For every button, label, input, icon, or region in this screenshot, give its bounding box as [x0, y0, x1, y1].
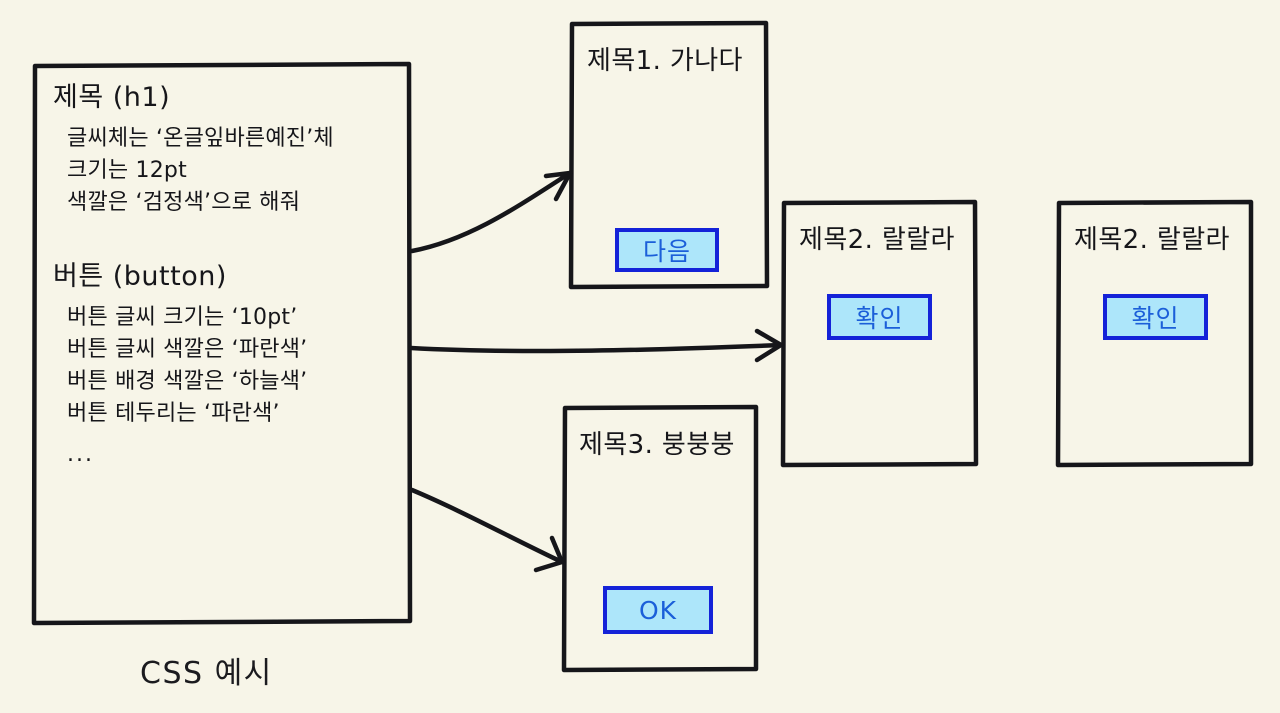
result-card-2: 제목2. 랄랄라 확인	[783, 201, 976, 466]
diagram-caption: CSS 예시	[140, 656, 273, 691]
spec-heading-button: 버튼 (button)	[53, 261, 227, 293]
spec-line-button-background: 버튼 배경 색깔은 ‘하늘색’	[67, 368, 308, 394]
card-4-title: 제목3. 붕붕붕	[579, 430, 735, 460]
arrow-to-card-1-shaft	[409, 170, 573, 254]
card-1-title: 제목1. 가나다	[587, 46, 743, 76]
card-3-title: 제목2. 랄랄라	[1074, 225, 1230, 255]
arrow-to-card-4-shaft	[409, 487, 565, 565]
spec-line-ellipsis: ...	[67, 441, 94, 467]
card-4-button[interactable]: OK	[603, 586, 713, 634]
card-3-button[interactable]: 확인	[1103, 294, 1208, 340]
spec-line-title-font: 글씨체는 ‘온글잎바른예진’체	[67, 125, 334, 151]
arrow-to-card-2-shaft	[408, 342, 784, 354]
arrow-to-card-2-head	[754, 328, 784, 363]
result-card-4: 제목3. 붕붕붕 OK	[563, 406, 757, 671]
spec-line-button-size: 버튼 글씨 크기는 ‘10pt’	[67, 305, 298, 331]
spec-line-button-text-color: 버튼 글씨 색깔은 ‘파란색’	[67, 337, 308, 363]
card-2-button[interactable]: 확인	[827, 294, 932, 340]
spec-line-title-size: 크기는 12pt	[67, 157, 187, 183]
arrow-to-card-1-head	[543, 170, 573, 202]
spec-heading-title: 제목 (h1)	[53, 82, 171, 113]
card-1-button[interactable]: 다음	[615, 228, 719, 272]
css-spec-box: 제목 (h1) 글씨체는 ‘온글잎바른예진’체 크기는 12pt 색깔은 ‘검정…	[33, 63, 411, 623]
spec-line-title-color: 색깔은 ‘검정색’으로 해줘	[67, 189, 301, 215]
result-card-3: 제목2. 랄랄라 확인	[1058, 201, 1252, 466]
spec-line-button-border: 버튼 테두리는 ‘파란색’	[67, 400, 280, 426]
card-2-title: 제목2. 랄랄라	[799, 225, 955, 255]
result-card-1: 제목1. 가나다 다음	[571, 22, 767, 287]
css-spec-content: 제목 (h1) 글씨체는 ‘온글잎바른예진’체 크기는 12pt 색깔은 ‘검정…	[53, 81, 399, 613]
arrow-to-card-4-head	[533, 535, 565, 573]
